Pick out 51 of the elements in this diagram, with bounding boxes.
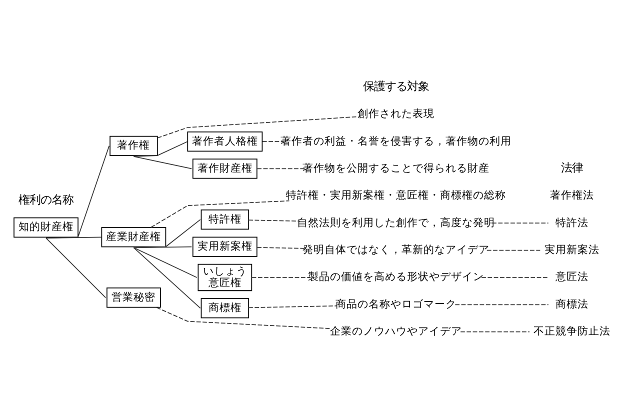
connector — [486, 249, 541, 250]
label: 法律 — [561, 160, 584, 174]
node-box: 知的財産権 — [14, 216, 78, 238]
node-box: 著作者人格権 — [187, 130, 263, 152]
connector — [256, 168, 306, 169]
node-text: 著作物を公開することで得られる財産 — [302, 162, 490, 174]
node-text: 著作権法 — [550, 189, 594, 202]
connector — [133, 156, 192, 169]
connector — [481, 276, 549, 278]
connector — [46, 237, 106, 298]
connector — [133, 246, 198, 278]
connector — [454, 304, 549, 305]
connector — [248, 304, 338, 308]
connector — [156, 306, 332, 329]
node-text: 特許法 — [556, 216, 589, 228]
connector — [256, 246, 306, 248]
node-box: いしょう 意匠権 — [198, 263, 252, 291]
node-text: 発明自体ではなく，革新的なアイデア — [302, 244, 490, 256]
connector — [133, 246, 192, 248]
node-box: 営業秘密 — [106, 287, 161, 308]
connector — [460, 330, 530, 332]
connector — [133, 246, 201, 308]
label: 権利の名称 — [18, 192, 74, 206]
node-box: 実用新案権 — [192, 236, 258, 256]
connector — [133, 140, 188, 156]
node-text: 自然法則を利用した創作で，高度な発明 — [296, 216, 495, 228]
connector — [492, 222, 549, 224]
node-text: 創作された表現 — [357, 108, 434, 120]
connector — [156, 116, 358, 138]
node-box: 著作財産権 — [192, 158, 258, 178]
connector — [248, 219, 300, 222]
connector — [46, 144, 110, 238]
node-text: 商標法 — [556, 298, 589, 310]
node-text: 特許権・実用新案権・意匠権・商標権の総称 — [286, 189, 506, 202]
connector — [262, 140, 284, 142]
node-box: 著作権 — [110, 135, 158, 156]
node-text: 意匠法 — [556, 270, 589, 283]
node-box: 産業財産権 — [101, 226, 166, 247]
node-text: 製品の価値を高める形状やデザイン — [308, 270, 484, 283]
connector — [46, 236, 102, 238]
node-text: 商品の名称やロゴマーク — [335, 298, 456, 310]
node-text: 企業のノウハウやアイデア — [330, 325, 462, 338]
connector — [251, 276, 311, 278]
node-text: 著作者の利益・名誉を侵害する，著作物の利用 — [280, 134, 512, 147]
node-box: 商標権 — [200, 298, 250, 318]
node-text: 実用新案法 — [544, 244, 600, 256]
connector — [133, 218, 201, 248]
node-box: 特許権 — [200, 209, 250, 230]
label: 保護する対象 — [362, 78, 429, 93]
node-text: 不正競争防止法 — [534, 325, 611, 338]
connector — [150, 200, 290, 228]
